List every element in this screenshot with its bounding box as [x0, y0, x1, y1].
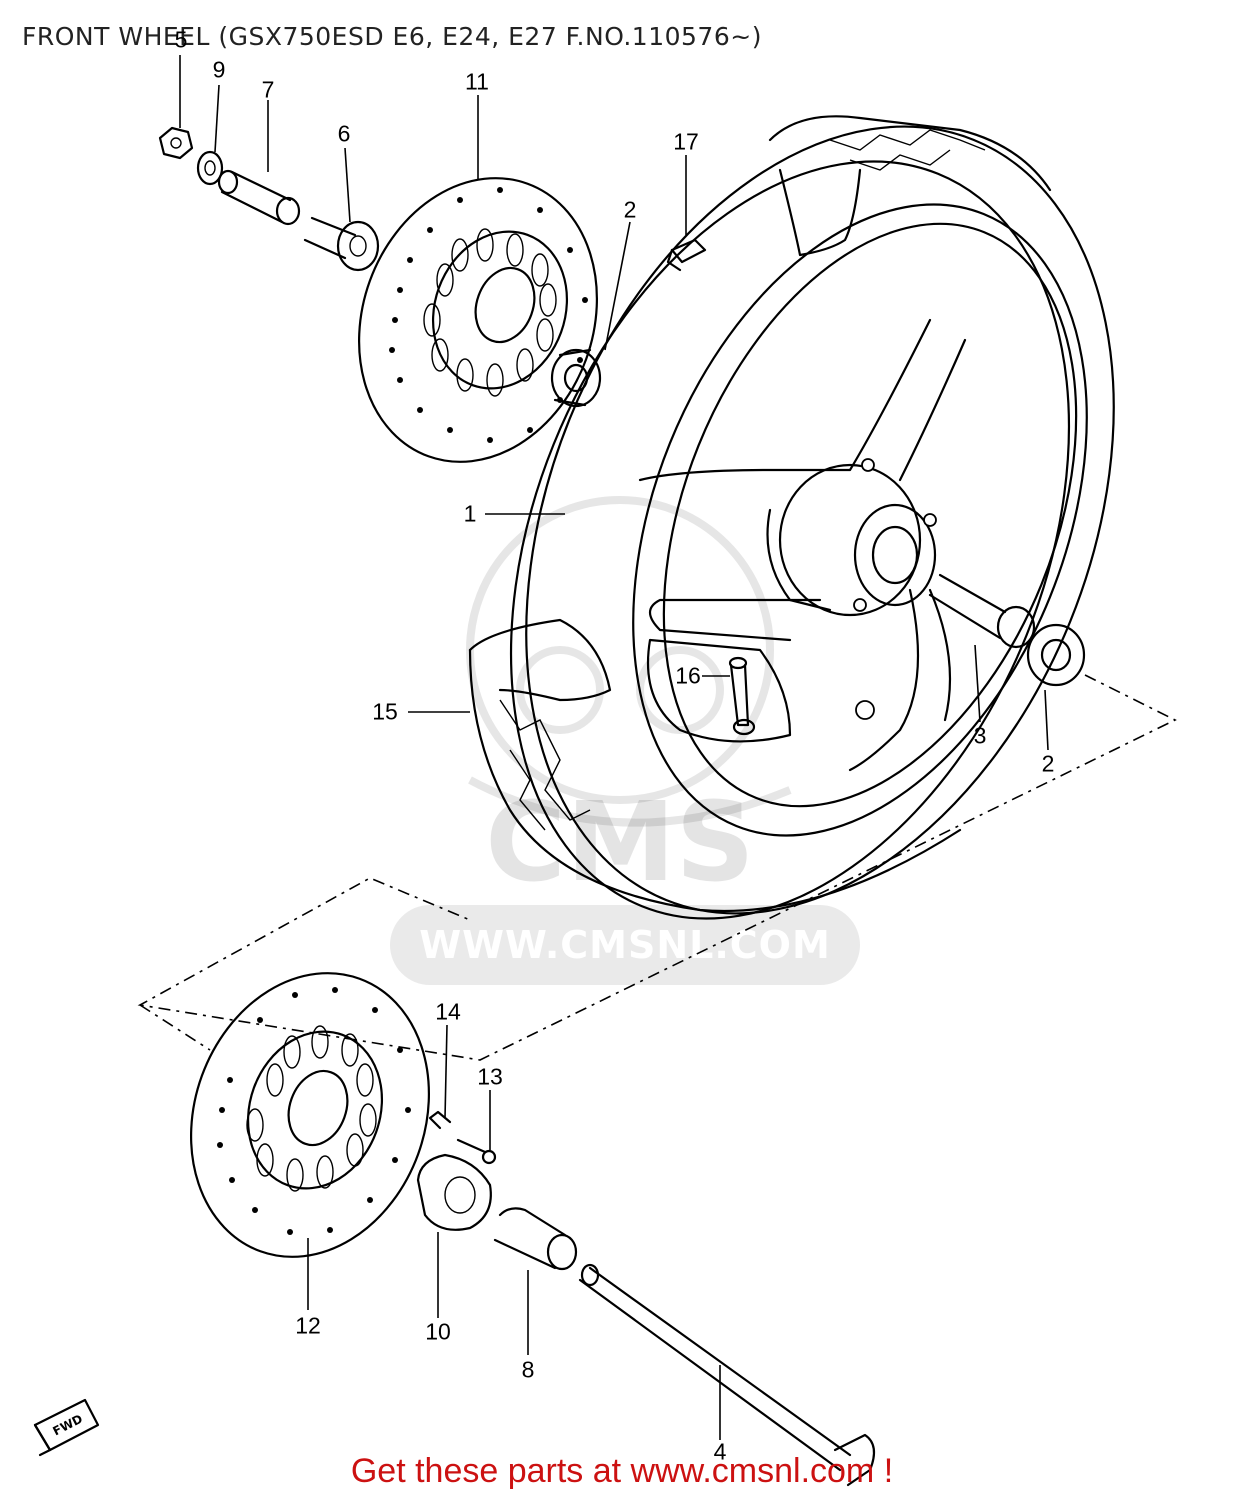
watermark-logo-text: CMS: [485, 778, 754, 906]
front-axle: [578, 1263, 876, 1487]
right-brake-disc: [189, 972, 431, 1258]
callout-7: 7: [261, 76, 275, 103]
watermark-url: WWW.CMSNL.COM: [390, 905, 860, 985]
tire-and-rim: [468, 115, 1115, 920]
callout-16: 16: [675, 662, 701, 689]
callout-15: 15: [372, 698, 398, 725]
callout-11: 11: [465, 68, 489, 95]
left-axle-parts: [158, 126, 380, 272]
collar-8: [493, 1207, 578, 1271]
callout-13: 13: [477, 1063, 503, 1090]
left-brake-disc: [357, 177, 599, 463]
callout-14: 14: [435, 998, 461, 1025]
footer-link[interactable]: Get these parts at www.cmsnl.com !: [350, 1452, 894, 1490]
callout-3: 3: [973, 722, 987, 749]
callout-5: 5: [174, 26, 188, 53]
callout-6: 6: [337, 120, 351, 147]
speedometer-gearbox: [416, 1110, 497, 1231]
right-spacer-and-bearing: [928, 573, 1086, 687]
left-bearing: [550, 348, 602, 408]
callout-12: 12: [295, 1312, 321, 1339]
diagram-title: FRONT WHEEL (GSX750ESD E6, E24, E27 F.NO…: [22, 22, 762, 51]
callout-8: 8: [521, 1356, 535, 1383]
leader-lines: [179, 55, 1049, 1440]
air-valve: [728, 656, 756, 736]
callout-1: 1: [463, 500, 477, 527]
balancer-17: [666, 238, 707, 272]
callout-9: 9: [212, 56, 226, 83]
callout-2-right: 2: [1041, 750, 1055, 777]
callout-17: 17: [673, 128, 699, 155]
callout-10: 10: [425, 1318, 451, 1345]
callout-2-left: 2: [623, 196, 637, 223]
fwd-arrow-icon: [33, 1398, 100, 1457]
callout-4: 4: [713, 1438, 727, 1465]
